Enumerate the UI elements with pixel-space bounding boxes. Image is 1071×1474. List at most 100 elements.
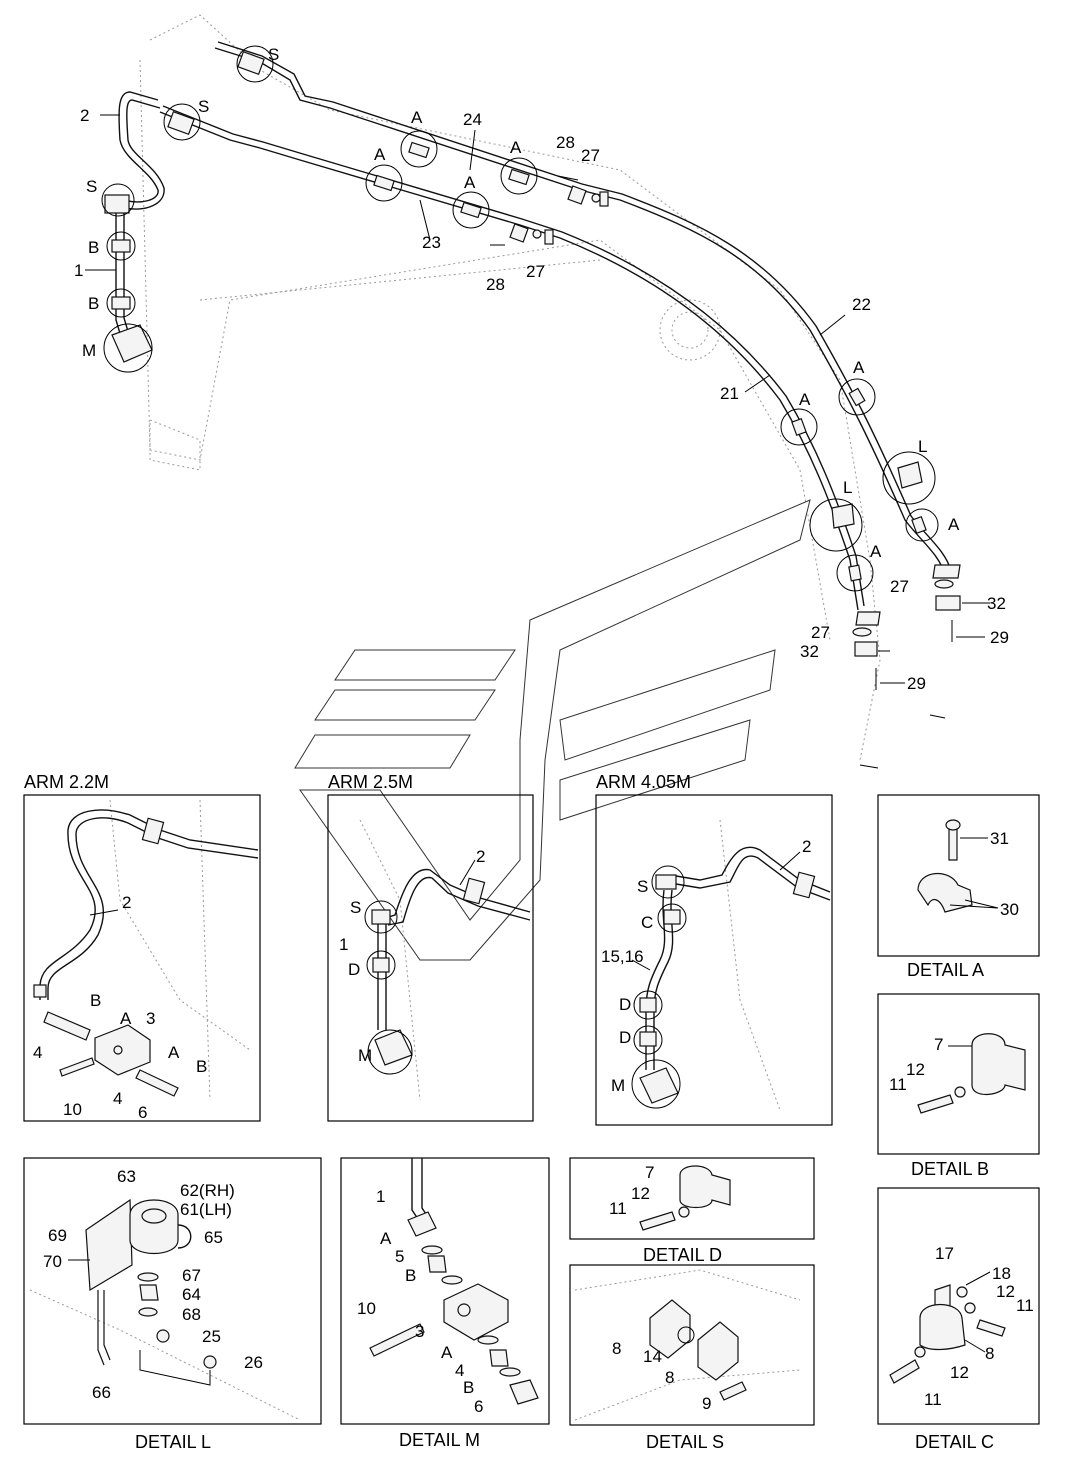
watermark-logo	[294, 499, 811, 961]
arm22-label-2: 2	[122, 893, 131, 912]
detail-d-label-7: 7	[645, 1163, 654, 1182]
callout-m: M	[82, 341, 96, 360]
callout-a-4: A	[464, 173, 476, 192]
callout-32-right: 32	[987, 594, 1006, 613]
detail-circles-main	[101, 45, 939, 592]
arm22-label-4b: 4	[113, 1089, 122, 1108]
pipe-23	[159, 105, 865, 611]
pipe-24	[214, 41, 952, 576]
callout-29-right: 29	[990, 628, 1009, 647]
arm405-label-2: 2	[802, 837, 811, 856]
callout-a-3: A	[374, 145, 386, 164]
arm-4.05m-panel: ARM 4.05M 2 S C 15,16 D D M	[595, 772, 833, 1126]
callout-28-bottom: 28	[486, 275, 505, 294]
detail-m-label-b2: B	[463, 1378, 474, 1397]
callout-27-bottom: 27	[526, 262, 545, 281]
detail-s-panel: 8 14 8 9 DETAIL S	[569, 1264, 815, 1452]
callout-a-8: A	[870, 542, 882, 561]
main-callouts: S S S 2 24 28 27 A A A A 23 28 27 B B 1 …	[74, 45, 1009, 693]
arm-2.2m-panel: ARM 2.2M 2 B A 3 4 A B 10 4 6	[23, 772, 261, 1122]
detail-d-label-11: 11	[609, 1199, 627, 1218]
detail-m-caption: DETAIL M	[399, 1430, 480, 1450]
callout-a-5: A	[853, 358, 865, 377]
detail-s-caption: DETAIL S	[646, 1432, 724, 1452]
callout-27-left: 27	[811, 623, 830, 642]
detail-c-caption: DETAIL C	[915, 1432, 994, 1452]
detail-a-caption: DETAIL A	[907, 960, 984, 980]
detail-l-label-67: 67	[182, 1266, 201, 1285]
leaders-main	[85, 114, 990, 769]
detail-c-label-12a: 12	[996, 1282, 1015, 1301]
callout-1: 1	[74, 261, 83, 280]
arm405-label-15-16: 15,16	[601, 947, 644, 966]
detail-s-label-8b: 8	[665, 1368, 674, 1387]
callout-s-top: S	[268, 45, 279, 64]
callout-s-mid: S	[198, 97, 209, 116]
arm-2.5m-title: ARM 2.5M	[328, 772, 413, 792]
arm405-label-d1: D	[619, 995, 631, 1014]
detail-l-label-61: 61(LH)	[180, 1200, 232, 1219]
arm-2.2m-title: ARM 2.2M	[24, 772, 109, 792]
detail-s-label-9: 9	[702, 1394, 711, 1413]
detail-b-caption: DETAIL B	[911, 1159, 989, 1179]
callout-b-2: B	[88, 294, 99, 313]
arm-4.05m-title: ARM 4.05M	[596, 772, 691, 792]
detail-m-label-4: 4	[455, 1361, 464, 1380]
detail-l-caption: DETAIL L	[135, 1432, 211, 1452]
detail-l-label-69: 69	[48, 1226, 67, 1245]
detail-a-panel: 31 30 DETAIL A	[877, 794, 1040, 980]
arm22-label-4a: 4	[33, 1043, 42, 1062]
detail-d-caption: DETAIL D	[643, 1245, 722, 1265]
arm25-label-m: M	[358, 1046, 372, 1065]
callout-29-left: 29	[907, 674, 926, 693]
callout-27-top: 27	[581, 146, 600, 165]
callout-32-left: 32	[800, 642, 819, 661]
flange-fittings	[104, 50, 961, 690]
detail-b-label-11: 11	[889, 1075, 907, 1094]
detail-m-label-b1: B	[405, 1266, 416, 1285]
callout-b-1: B	[88, 238, 99, 257]
callout-2: 2	[80, 106, 89, 125]
arm22-label-b2: B	[196, 1057, 207, 1076]
arm22-label-10: 10	[63, 1100, 82, 1119]
callout-28-top: 28	[556, 133, 575, 152]
detail-l-label-25: 25	[202, 1327, 221, 1346]
detail-m-label-5: 5	[395, 1247, 404, 1266]
block-m-main	[111, 324, 153, 363]
arm405-label-c: C	[641, 913, 653, 932]
arm405-label-s: S	[637, 877, 648, 896]
arm22-label-6: 6	[138, 1103, 147, 1122]
tube-1	[115, 210, 131, 341]
detail-l-label-26: 26	[244, 1353, 263, 1372]
detail-d-label-12: 12	[631, 1184, 650, 1203]
detail-m-label-a2: A	[441, 1343, 453, 1362]
callout-a-2: A	[510, 138, 522, 157]
arm25-label-2: 2	[476, 847, 485, 866]
detail-c-panel: 17 18 12 11 8 12 11 DETAIL C	[877, 1187, 1040, 1452]
detail-s-label-14: 14	[643, 1347, 662, 1366]
arm25-label-1: 1	[339, 935, 348, 954]
detail-d-panel: 7 12 11 DETAIL D	[569, 1157, 815, 1265]
detail-l-label-64: 64	[182, 1285, 201, 1304]
detail-l-label-66: 66	[92, 1383, 111, 1402]
callout-a-7: A	[948, 515, 960, 534]
detail-c-label-11b: 11	[924, 1390, 942, 1409]
callout-24: 24	[463, 110, 482, 129]
detail-s-label-8a: 8	[612, 1339, 621, 1358]
detail-l-label-70: 70	[43, 1252, 62, 1271]
arm22-label-b1: B	[90, 991, 101, 1010]
callout-27-right: 27	[890, 577, 909, 596]
callout-21: 21	[720, 384, 739, 403]
detail-m-label-3: 3	[415, 1322, 424, 1341]
detail-l-label-65: 65	[204, 1228, 223, 1247]
callout-a-6: A	[799, 390, 811, 409]
arm25-label-s: S	[350, 898, 361, 917]
detail-l-label-63: 63	[117, 1167, 136, 1186]
detail-b-label-7: 7	[934, 1035, 943, 1054]
detail-c-label-17: 17	[935, 1244, 954, 1263]
arm22-label-a1: A	[120, 1009, 132, 1028]
callout-s-left: S	[86, 177, 97, 196]
callout-22: 22	[852, 295, 871, 314]
arm-2.5m-panel: ARM 2.5M 2 S 1 D M	[327, 772, 534, 1122]
